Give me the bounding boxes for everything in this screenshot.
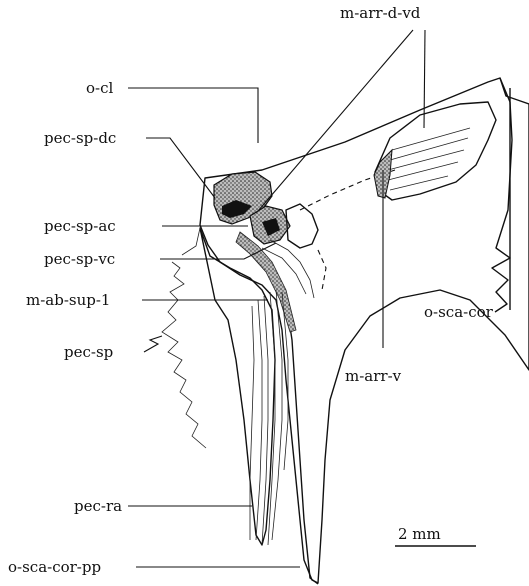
cleithrum-outline (200, 78, 529, 583)
spine-dense-band (236, 232, 296, 332)
label-scale-bar: 2 mm (398, 525, 441, 543)
label-m-arr-v: m-arr-v (345, 367, 402, 385)
spine-joint (286, 204, 318, 248)
label-pec-sp-ac: pec-sp-ac (44, 217, 116, 235)
label-o-sca-cor-pp: o-sca-cor-pp (8, 558, 101, 576)
label-pec-sp: pec-sp (64, 343, 113, 361)
label-pec-sp-dc: pec-sp-dc (44, 129, 116, 147)
m-arr-d-vd-muscle (375, 102, 496, 200)
spine-serrations (162, 262, 206, 448)
label-pec-ra: pec-ra (74, 497, 122, 515)
label-o-cl: o-cl (86, 79, 114, 97)
label-pec-sp-vc: pec-sp-vc (44, 250, 115, 268)
label-o-sca-cor: o-sca-cor (424, 303, 494, 321)
right-serrated-edge (492, 78, 512, 312)
pectoral-spine-body (200, 228, 275, 545)
label-m-arr-d-vd: m-arr-d-vd (340, 4, 421, 22)
label-m-ab-sup-1: m-ab-sup-1 (26, 291, 110, 309)
